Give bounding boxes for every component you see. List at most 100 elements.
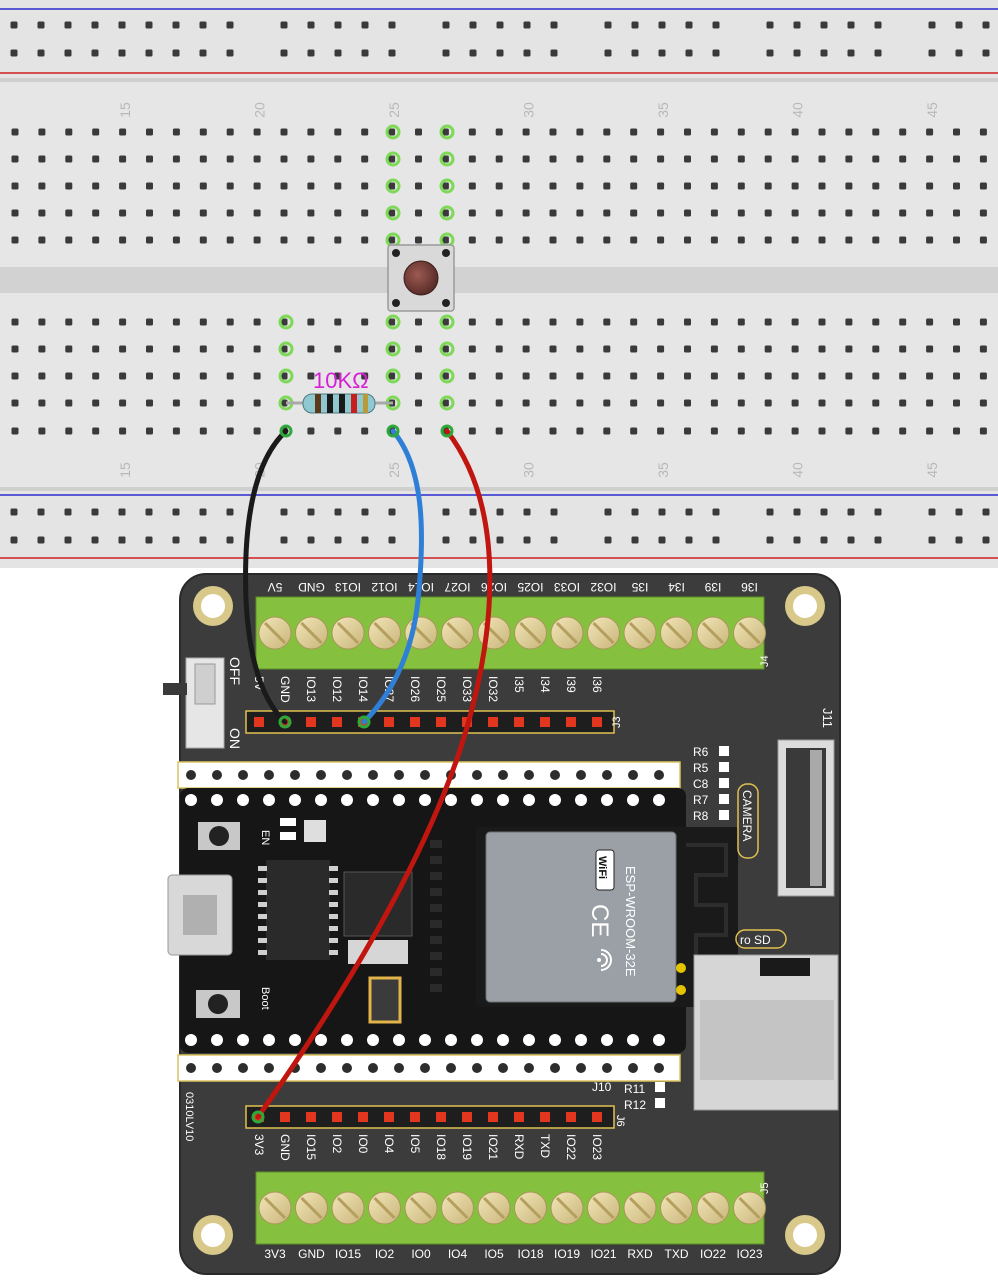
breadboard-hole	[307, 236, 315, 244]
breadboard-hole	[307, 155, 315, 163]
header-pin[interactable]	[306, 1112, 316, 1122]
terminal-screw[interactable]	[368, 616, 401, 650]
breadboard-hole	[820, 508, 828, 516]
breadboard-hole	[334, 536, 342, 544]
terminal-screw[interactable]	[514, 1191, 547, 1225]
terminal-screw[interactable]	[477, 1191, 511, 1225]
breadboard-hole	[388, 155, 396, 163]
terminal-screw[interactable]	[258, 616, 292, 650]
breadboard-hole	[92, 345, 100, 353]
terminal-screw[interactable]	[587, 616, 620, 650]
terminal-screw[interactable]	[733, 616, 766, 650]
terminal-screw[interactable]	[733, 1191, 766, 1225]
devkit-pin	[315, 1034, 327, 1046]
header-pin[interactable]	[488, 717, 498, 727]
breadboard-hole	[388, 128, 396, 136]
terminal-screw[interactable]	[660, 1191, 693, 1225]
header-pin[interactable]	[462, 1112, 472, 1122]
terminal-screw[interactable]	[623, 616, 657, 650]
breadboard-hole	[119, 372, 127, 380]
terminal-screw[interactable]	[441, 616, 474, 650]
header-pin[interactable]	[514, 1112, 524, 1122]
terminal-screw[interactable]	[258, 1191, 292, 1225]
header-pin[interactable]	[592, 1112, 602, 1122]
header-pin[interactable]	[280, 1112, 290, 1122]
terminal-screw[interactable]	[514, 616, 547, 650]
terminal-screw[interactable]	[587, 1191, 620, 1225]
breadboard-hole	[226, 155, 234, 163]
breadboard-hole	[226, 21, 234, 29]
breadboard-hole	[11, 399, 19, 407]
terminal-screw[interactable]	[295, 616, 328, 650]
breadboard-hole	[979, 318, 987, 326]
resistor: 10KΩ	[286, 368, 393, 414]
header-hole	[550, 1063, 560, 1073]
breadboard-hole	[899, 345, 907, 353]
terminal-screw[interactable]	[623, 1191, 657, 1225]
header-pin[interactable]	[332, 717, 342, 727]
boot-button[interactable]	[196, 990, 240, 1018]
j5-pin-label: IO21	[590, 1247, 616, 1261]
header-pin[interactable]	[436, 717, 446, 727]
header-pin[interactable]	[514, 717, 524, 727]
breadboard-hole	[361, 155, 369, 163]
header-pin[interactable]	[540, 717, 550, 727]
breadboard-hole	[226, 427, 234, 435]
header-pin[interactable]	[384, 717, 394, 727]
breadboard-hole	[119, 155, 127, 163]
terminal-screw[interactable]	[404, 1191, 438, 1225]
header-pin[interactable]	[384, 1112, 394, 1122]
terminal-screw[interactable]	[368, 1191, 401, 1225]
header-pin[interactable]	[592, 717, 602, 727]
breadboard-hole	[307, 128, 315, 136]
breadboard-hole	[928, 21, 936, 29]
terminal-screw[interactable]	[331, 616, 365, 650]
terminal-screw[interactable]	[550, 616, 584, 650]
breadboard-hole	[684, 209, 691, 217]
breadboard-hole	[226, 508, 234, 516]
breadboard-hole	[847, 21, 855, 29]
header-pin[interactable]	[410, 1112, 420, 1122]
breadboard-hole	[685, 21, 693, 29]
breadboard-hole	[65, 399, 73, 407]
devkit-pin	[627, 794, 639, 806]
breadboard-hole	[658, 21, 666, 29]
module-pad	[430, 952, 442, 960]
terminal-screw[interactable]	[696, 616, 730, 650]
breadboard-hole	[146, 128, 153, 136]
header-hole	[368, 1063, 378, 1073]
header-pin[interactable]	[436, 1112, 446, 1122]
terminal-screw[interactable]	[660, 616, 693, 650]
breadboard-hole	[710, 209, 718, 217]
terminal-screw[interactable]	[441, 1191, 474, 1225]
breadboard-hole	[37, 508, 45, 516]
header-pin[interactable]	[254, 717, 264, 727]
header-pin[interactable]	[358, 1112, 368, 1122]
black-wire[interactable]	[243, 428, 289, 725]
en-button[interactable]	[198, 822, 240, 850]
terminal-screw[interactable]	[550, 1191, 584, 1225]
header-pin[interactable]	[488, 1112, 498, 1122]
blue-wire[interactable]	[361, 428, 424, 725]
breadboard-hole	[979, 128, 987, 136]
terminal-screw[interactable]	[331, 1191, 365, 1225]
wires	[243, 424, 493, 1124]
breadboard-hole	[872, 345, 880, 353]
header-pin[interactable]	[306, 717, 316, 727]
header-pin[interactable]	[332, 1112, 342, 1122]
red-wire[interactable]	[255, 428, 493, 1120]
terminal-screw[interactable]	[295, 1191, 328, 1225]
header-pin[interactable]	[540, 1112, 550, 1122]
header-pin[interactable]	[410, 717, 420, 727]
power-switch[interactable]	[163, 657, 225, 749]
breadboard-hole	[92, 155, 100, 163]
breadboard-hole	[576, 155, 584, 163]
breadboard-hole	[172, 236, 180, 244]
breadboard-hole	[818, 372, 826, 380]
header-pin[interactable]	[566, 717, 576, 727]
terminal-screw[interactable]	[696, 1191, 730, 1225]
header-pin[interactable]	[566, 1112, 576, 1122]
breadboard-hole	[415, 128, 422, 136]
breadboard-hole	[604, 21, 612, 29]
pushbutton[interactable]	[387, 244, 455, 312]
